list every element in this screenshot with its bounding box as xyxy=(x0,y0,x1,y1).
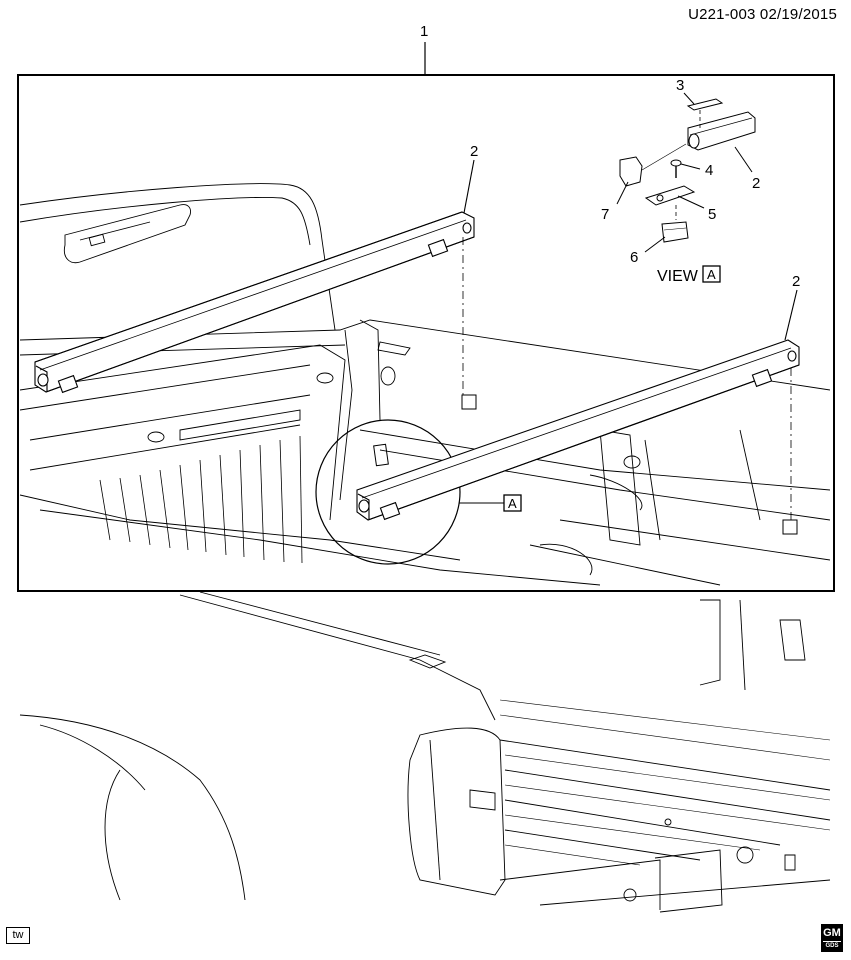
callout-7: 7 xyxy=(601,206,609,223)
callout-6: 6 xyxy=(630,249,638,266)
assembly-frame xyxy=(17,74,835,592)
callout-3: 3 xyxy=(676,77,684,94)
gm-logo: GM GDS xyxy=(821,924,843,952)
detail-circle-a xyxy=(315,419,461,565)
truck-bed-background xyxy=(19,183,831,586)
view-a-letter-box xyxy=(702,265,721,283)
crossbar-right xyxy=(356,339,800,521)
callout-2-right: 2 xyxy=(792,273,800,290)
footer-tag: tw xyxy=(6,927,30,944)
callout-4: 4 xyxy=(705,162,713,179)
leader-2-left xyxy=(463,159,475,214)
callout-2-left: 2 xyxy=(470,143,478,160)
document-id: U221-003 02/19/2015 xyxy=(688,6,837,23)
callout-2-detail: 2 xyxy=(752,175,760,192)
leader-2-right xyxy=(784,289,798,341)
view-a-label: VIEW xyxy=(657,268,699,285)
logo-subtext: GDS xyxy=(825,943,839,949)
view-a-leaders xyxy=(616,92,753,253)
view-a-exploded xyxy=(619,98,756,243)
truck-exterior-lower xyxy=(19,591,831,913)
view-a-letter: A xyxy=(707,267,716,282)
logo-text: GM xyxy=(823,926,841,942)
detail-a-marker: A xyxy=(508,496,517,511)
crossbar-left xyxy=(34,211,475,394)
callout-1: 1 xyxy=(420,23,428,40)
callout-5: 5 xyxy=(708,206,716,223)
